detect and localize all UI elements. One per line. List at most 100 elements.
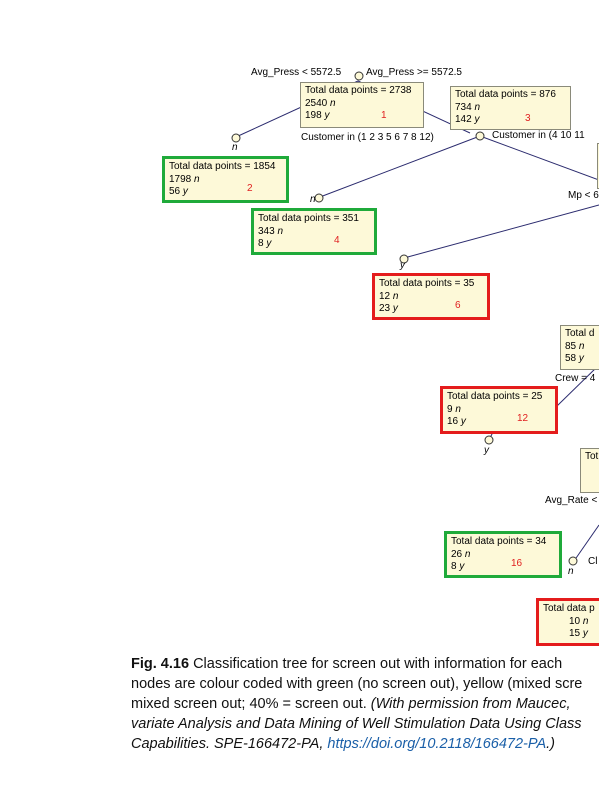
node-n-letter: n (455, 403, 461, 415)
node-total: Total data points = 876 (455, 89, 556, 100)
node-y-letter: y (392, 303, 398, 314)
branch-letter-y: y (484, 445, 489, 456)
caption-line-4: variate Analysis and Data Mining of Well… (131, 716, 582, 732)
node-y-count: 56 (169, 186, 181, 197)
leaf-point-12 (484, 435, 494, 445)
node-n-count: 12 (379, 290, 391, 302)
node-n-count: 343 (258, 225, 275, 237)
tree-node-12: Total data points = 25 9 n 16 y 12 (440, 386, 558, 434)
split-label-cl: Cl (588, 556, 598, 567)
tree-node-16: Total data points = 34 26 n 8 y 16 (444, 531, 562, 578)
node-y-count: 15 (569, 628, 581, 639)
node-total: Tot (585, 451, 599, 462)
tree-node-6: Total data points = 35 12 n 23 y 6 (372, 273, 490, 320)
doi-link[interactable]: https://doi.org/10.2118/166472-PA (327, 736, 547, 752)
leaf-point-2 (231, 133, 241, 143)
split-node-1 (354, 71, 364, 81)
edge-right-6 (403, 204, 599, 259)
node-y-letter: y (266, 238, 272, 249)
figure-caption: Fig. 4.16 Classification tree for screen… (131, 654, 599, 754)
node-y-count: 16 (447, 416, 459, 427)
node-n-letter: n (578, 340, 585, 352)
caption-line-1: Classification tree for screen out with … (193, 656, 563, 672)
node-y-letter: y (578, 353, 584, 364)
node-y-count: 23 (379, 303, 391, 314)
figure-label: Fig. 4.16 (131, 656, 190, 672)
tree-node-avg-rate-partial: Tot (580, 448, 599, 493)
node-id: 4 (334, 235, 340, 246)
node-id: 6 (455, 300, 461, 311)
node-y-count: 58 (565, 353, 577, 364)
split-label-avg-press-right: Avg_Press >= 5572.5 (366, 67, 462, 78)
edge-3-right (479, 135, 599, 181)
branch-letter-n: n (568, 566, 574, 577)
node-y-letter: y (459, 561, 465, 572)
node-n-count: 26 (451, 548, 463, 560)
tree-edges (231, 71, 599, 566)
caption-line-2: nodes are colour coded with green (no sc… (131, 676, 583, 692)
caption-line-5: Capabilities. SPE-166472-PA, (131, 736, 324, 752)
leaf-point-16 (568, 556, 578, 566)
edge-right-16 (573, 524, 599, 562)
node-total: Total data points = 2738 (305, 85, 412, 96)
node-total: Total data points = 35 (379, 278, 475, 289)
node-y-count: 198 (305, 110, 322, 121)
leaf-point-4 (314, 193, 324, 203)
node-total: Total data points = 25 (447, 391, 543, 402)
node-n-count: 734 (455, 101, 472, 113)
node-id: 3 (525, 113, 531, 124)
branch-letter-n: n (232, 142, 238, 153)
node-y-letter: y (324, 110, 330, 121)
edge-3-4 (319, 135, 481, 198)
caption-line-3: mixed screen out; 40% = screen out. (131, 696, 367, 712)
node-y-count: 142 (455, 114, 472, 125)
tree-node-3: Total data points = 876 734 n 142 y 3 (450, 86, 571, 130)
node-n-count: 85 (565, 340, 577, 352)
tree-node-4: Total data points = 351 343 n 8 y 4 (251, 208, 377, 255)
split-label-mp: Mp < 6 (568, 190, 599, 201)
node-total: Total data p (543, 603, 595, 614)
node-y-count: 8 (258, 238, 264, 249)
node-n-count: 10 (569, 615, 581, 627)
node-y-letter: y (182, 186, 188, 197)
split-label-customer-left: Customer in (1 2 3 5 6 7 8 12) (301, 132, 434, 143)
edge-right-12 (556, 364, 599, 407)
node-y-letter: y (582, 628, 588, 639)
node-n-letter: n (194, 173, 200, 185)
tree-node-mp-partial (597, 143, 599, 189)
leaf-point-6 (399, 254, 409, 264)
node-id: 1 (381, 110, 387, 121)
node-n-letter: n (464, 548, 471, 560)
node-id: 2 (247, 183, 253, 194)
split-label-customer-right: Customer in (4 10 11 (492, 130, 585, 141)
node-n-letter: n (330, 97, 336, 109)
caption-line-3-italic: (With permission from Maucec, (370, 696, 571, 712)
tree-node-crew-partial: Total d 85 n 58 y (560, 325, 599, 370)
node-id: 16 (511, 558, 523, 569)
classification-tree: Avg_Press < 5572.5 Avg_Press >= 5572.5 C… (162, 67, 599, 646)
node-n-count: 9 (447, 403, 453, 415)
tree-node-1: Total data points = 2738 2540 n 198 y 1 (300, 82, 424, 128)
node-y-letter: y (474, 114, 480, 125)
node-n-count: 1798 (169, 173, 192, 185)
node-n-count: 2540 (305, 97, 328, 109)
node-total: Total data points = 34 (451, 536, 547, 547)
node-total: Total data points = 1854 (169, 161, 276, 172)
split-node-3 (475, 131, 485, 141)
split-label-avg-press-left: Avg_Press < 5572.5 (251, 67, 342, 78)
tree-node-red-partial: Total data p 10 n 15 y (536, 598, 599, 646)
node-y-count: 8 (451, 561, 457, 572)
split-label-crew: Crew = 4 (555, 373, 596, 384)
node-total: Total d (565, 328, 595, 339)
node-y-letter: y (460, 416, 466, 427)
node-n-letter: n (582, 615, 589, 627)
node-id: 12 (517, 413, 529, 424)
caption-line-5-end: .) (546, 736, 555, 752)
branch-letter-n: n (310, 194, 316, 205)
branch-letter-y: y (400, 260, 405, 271)
node-n-letter: n (474, 101, 481, 113)
node-total: Total data points = 351 (258, 213, 359, 224)
node-n-letter: n (277, 225, 284, 237)
node-n-letter: n (392, 290, 399, 302)
split-label-avg-rate: Avg_Rate < (545, 495, 598, 506)
